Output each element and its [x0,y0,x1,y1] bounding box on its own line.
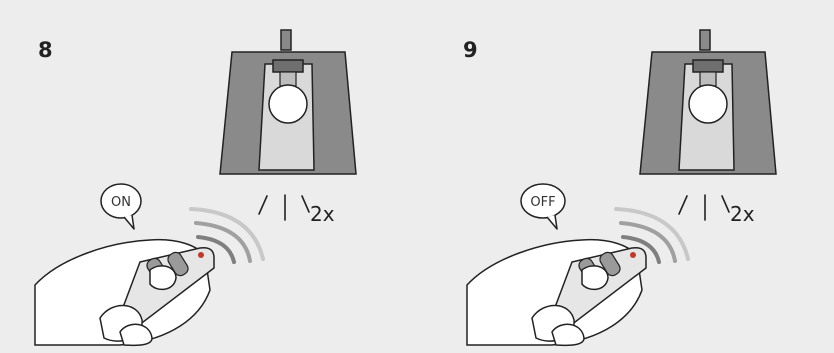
hand-remote-icon [467,240,646,346]
bubble-label: OFF [530,195,555,210]
press-count: 2x [730,202,755,226]
bubble-label: ON [111,195,131,210]
hand-remote-icon [35,240,214,346]
light-bulb-icon [689,85,727,123]
step-8-panel: 8 2x ON [0,0,417,353]
step-9-illustration: 2x OFF [417,0,834,353]
light-bulb-icon [269,85,307,123]
light-rays-icon [259,195,309,220]
lamp-icon [640,30,776,174]
speech-bubble-icon: ON [101,184,141,229]
speech-bubble-icon: OFF [521,184,565,229]
step-9-panel: 9 2x OFF [417,0,834,353]
light-rays-icon [679,195,729,220]
press-count: 2x [310,202,335,226]
lamp-icon [220,30,356,174]
step-8-illustration: 2x ON [0,0,417,353]
